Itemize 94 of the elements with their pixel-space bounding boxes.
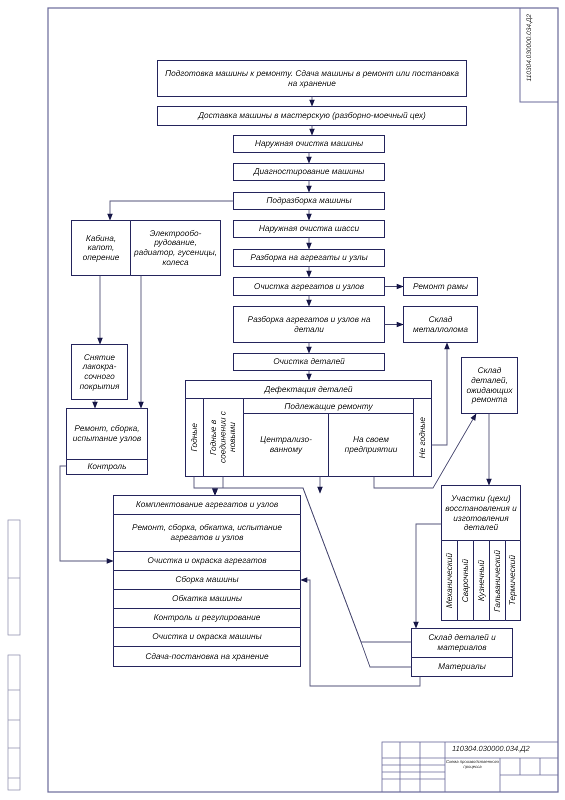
process-box bbox=[113, 646, 301, 667]
table-heading: Подлежащие ремонту bbox=[283, 402, 374, 412]
column-text: Не годные bbox=[418, 416, 428, 458]
box-text: Сборка машины bbox=[174, 575, 240, 585]
process-box bbox=[157, 60, 467, 97]
box-text: Склад деталей и материалов bbox=[427, 633, 497, 653]
column-text: Гальванический bbox=[492, 550, 502, 612]
table-box bbox=[185, 380, 432, 477]
box-text: Ремонт рамы bbox=[412, 282, 470, 292]
arrow bbox=[306, 342, 312, 354]
box-text: Снятие лакокра- сочного покрытия bbox=[78, 352, 120, 392]
process-box bbox=[233, 249, 385, 267]
table-heading: Участки (цехи) восстановления и изготовления деталей bbox=[444, 494, 518, 533]
box-text: Контроль и регулирование bbox=[152, 613, 262, 623]
arrow bbox=[309, 126, 315, 136]
process-box bbox=[113, 627, 301, 647]
process-box bbox=[113, 589, 301, 609]
column-text: Годные в соединении с новыми bbox=[209, 410, 238, 466]
process-box bbox=[403, 277, 478, 296]
box-text: Подготовка машины к ремонту. Сдача машины в ремонт или постановка на хранение bbox=[164, 68, 460, 88]
box-text: Очистка агрегатов и узлов bbox=[252, 282, 366, 292]
table-box bbox=[243, 398, 414, 477]
arrow bbox=[309, 96, 315, 107]
box-text: На своем предприятии bbox=[344, 435, 398, 455]
table-box bbox=[441, 485, 521, 621]
box-text: Разборка агрегатов и узлов на детали bbox=[246, 314, 372, 334]
process-box bbox=[113, 608, 301, 628]
arrow bbox=[306, 266, 312, 278]
box-text: Централизо- ванному bbox=[259, 435, 313, 455]
process-box bbox=[113, 495, 301, 515]
arrow bbox=[60, 466, 114, 564]
process-box bbox=[233, 306, 385, 343]
arrow bbox=[300, 577, 420, 686]
column-text: Годные bbox=[190, 423, 200, 452]
process-box bbox=[411, 628, 513, 658]
box-text: Склад металлолома bbox=[412, 314, 469, 334]
box-text: Комплектование агрегатов и узлов bbox=[134, 500, 280, 510]
box-text: Диагностирование машины bbox=[252, 167, 366, 177]
box-text: Склад деталей, ожидающих ремонта bbox=[465, 366, 514, 405]
process-box bbox=[233, 353, 385, 371]
process-box bbox=[233, 163, 385, 181]
process-box bbox=[113, 514, 301, 552]
process-box bbox=[233, 192, 385, 210]
arrow bbox=[97, 276, 103, 345]
process-box bbox=[233, 220, 385, 238]
column-text: Термический bbox=[508, 555, 518, 606]
box-text: Подразборка машины bbox=[265, 196, 353, 206]
arrow bbox=[107, 200, 234, 221]
column-text: Сварочный bbox=[460, 558, 470, 602]
column-text: Кузнечный bbox=[476, 560, 486, 602]
arrow bbox=[306, 296, 312, 307]
process-box bbox=[403, 306, 478, 343]
process-box bbox=[66, 408, 148, 475]
arrow bbox=[384, 322, 404, 328]
box-text: Контроль bbox=[88, 462, 126, 472]
arrow bbox=[306, 180, 312, 193]
process-box bbox=[71, 344, 128, 400]
arrow bbox=[317, 476, 323, 494]
process-box bbox=[113, 570, 301, 590]
process-box bbox=[157, 106, 467, 126]
box-text: Ремонт, сборка, обкатка, испытание агрегатов и узлов bbox=[131, 523, 283, 543]
process-box bbox=[71, 220, 131, 276]
box-text: Наружная очистка машины bbox=[254, 139, 364, 149]
box-text: Сдача-постановка на хранение bbox=[144, 652, 270, 662]
process-box bbox=[411, 657, 513, 677]
arrow bbox=[384, 284, 404, 290]
box-text: Обкатка машины bbox=[171, 594, 243, 604]
process-box bbox=[233, 277, 385, 296]
box-text: Очистка и окраска агрегатов bbox=[146, 556, 268, 566]
arrow bbox=[306, 152, 312, 164]
arrow bbox=[138, 276, 144, 409]
arrow bbox=[306, 370, 312, 381]
process-box bbox=[130, 220, 221, 276]
arrow bbox=[486, 414, 492, 486]
arrow bbox=[374, 413, 476, 488]
box-text: Доставка машины в мастерскую (разборно-моечный цех) bbox=[196, 111, 427, 121]
box-text: Электрообо- рудование, радиатор, гусеницы, колеса bbox=[132, 228, 218, 268]
box-text: Кабина, капот, оперение bbox=[82, 234, 120, 262]
arrow bbox=[92, 400, 98, 409]
arrow bbox=[413, 524, 442, 629]
box-text: Наружная очистка шасси bbox=[258, 224, 360, 234]
table-heading: Дефектация деталей bbox=[262, 385, 354, 395]
box-text: Ремонт, сборка, испытание узлов bbox=[72, 424, 142, 444]
process-box bbox=[461, 357, 518, 414]
arrow bbox=[306, 210, 312, 221]
box-text: Очистка и окраска машины bbox=[151, 632, 263, 642]
box-text: Очистка деталей bbox=[272, 357, 346, 367]
process-box bbox=[233, 135, 385, 153]
box-text: Разборка на агрегаты и узлы bbox=[249, 253, 369, 263]
arrow bbox=[306, 238, 312, 250]
column-text: Механический bbox=[444, 552, 454, 608]
process-box bbox=[113, 551, 301, 571]
box-text: Материалы bbox=[437, 662, 487, 672]
arrow bbox=[432, 342, 450, 446]
